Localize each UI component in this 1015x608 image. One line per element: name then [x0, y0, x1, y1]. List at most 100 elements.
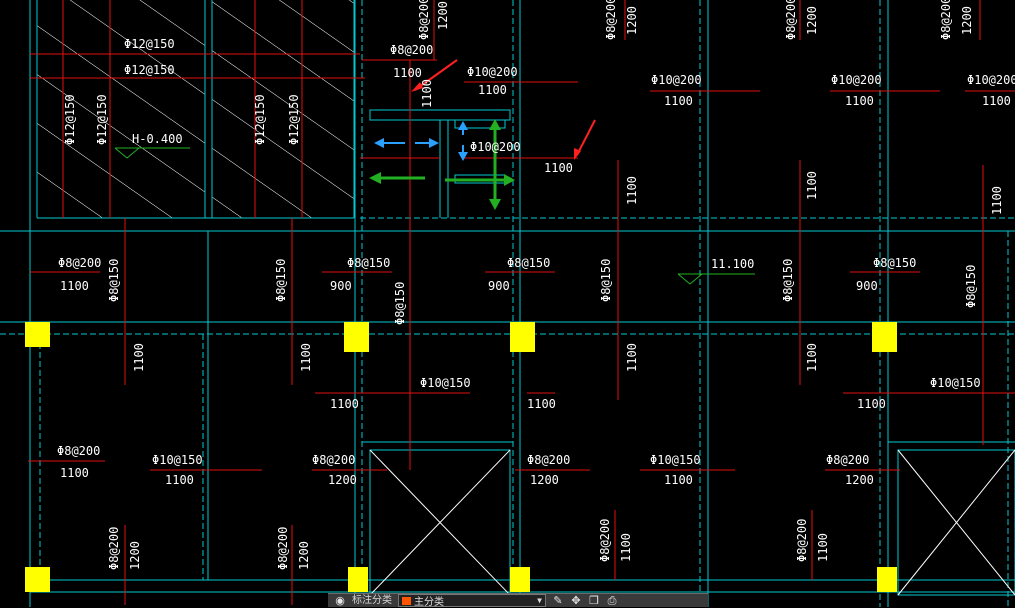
rebar-label: Φ8@150 — [347, 256, 390, 270]
rebar-labels: Φ12@150 Φ12@150 Φ8@200 1100 Φ10@200 1100… — [57, 37, 1015, 487]
length-label: 1100 — [805, 171, 819, 200]
rebar-labels-vertical: Φ12@150 Φ12@150 Φ12@150 Φ12@150 Φ8@200 1… — [63, 0, 1004, 570]
length-label: 900 — [330, 279, 352, 293]
rebar-label: Φ8@150 — [274, 259, 288, 302]
rebar-label: Φ10@200 — [470, 140, 521, 154]
rebar-label: Φ8@150 — [507, 256, 550, 270]
length-label: 1100 — [420, 79, 434, 108]
length-label: 1100 — [544, 161, 573, 175]
length-label: 1200 — [960, 6, 974, 35]
length-label: 1100 — [527, 397, 556, 411]
annotation-toolbar: ◉ 标注分类 主分类 ▼ ✎ ✥ ❐ ⎙ — [328, 593, 708, 608]
length-label: 1100 — [625, 176, 639, 205]
length-label: 1100 — [857, 397, 886, 411]
length-label: 1100 — [805, 343, 819, 372]
columns — [25, 322, 897, 592]
column — [510, 567, 530, 592]
rebar-label: Φ8@200 — [826, 453, 869, 467]
rebar-label: Φ8@200 — [604, 0, 618, 40]
layer-select-value: 主分类 — [414, 597, 444, 608]
length-label: 1200 — [625, 6, 639, 35]
copy-icon[interactable]: ❐ — [589, 593, 599, 607]
rebar-label: Φ8@150 — [599, 259, 613, 302]
rebar-label: Φ12@150 — [253, 94, 267, 145]
elevation-marker-upper: H-0.400 — [114, 132, 190, 159]
rebar-label: Φ8@200 — [107, 527, 121, 570]
column — [348, 567, 368, 592]
length-label: 1200 — [328, 473, 357, 487]
rebar-label: Φ12@150 — [63, 94, 77, 145]
length-label: 1200 — [805, 6, 819, 35]
length-label: 1100 — [664, 473, 693, 487]
rebar-label: Φ10@200 — [651, 73, 702, 87]
rebar-label: Φ8@150 — [393, 282, 407, 325]
rebar-label: Φ8@200 — [784, 0, 798, 40]
print-icon[interactable]: ⎙ — [607, 593, 617, 607]
pen-icon[interactable]: ✎ — [553, 593, 563, 607]
column — [877, 567, 897, 592]
length-label: 1100 — [165, 473, 194, 487]
rebar-label: Φ8@200 — [527, 453, 570, 467]
rebar-label: Φ8@200 — [276, 527, 290, 570]
column — [25, 322, 50, 347]
toolbar-label: 标注分类 — [352, 594, 392, 606]
hatched-slab-left — [37, 0, 354, 218]
length-label: 1100 — [60, 279, 89, 293]
column — [25, 567, 50, 592]
rebar-label: Φ8@150 — [781, 259, 795, 302]
elevation-marker-lower: 11.100 — [677, 257, 755, 285]
rebar-label: Φ8@200 — [598, 519, 612, 562]
column — [344, 322, 369, 352]
length-label: 1100 — [982, 94, 1011, 108]
rebar-lines — [28, 0, 1015, 605]
length-label: 1100 — [664, 94, 693, 108]
rebar-label: Φ10@200 — [831, 73, 882, 87]
rebar-label: Φ10@150 — [930, 376, 981, 390]
rebar-label: Φ8@200 — [417, 0, 431, 40]
layer-select[interactable]: 主分类 ▼ — [398, 594, 546, 608]
length-label: 1100 — [132, 343, 146, 372]
chevron-down-icon[interactable]: ▼ — [537, 596, 542, 605]
length-label: 1100 — [60, 466, 89, 480]
length-label: 1100 — [845, 94, 874, 108]
rebar-label: Φ8@200 — [58, 256, 101, 270]
length-label: 1200 — [530, 473, 559, 487]
rebar-label: Φ8@200 — [57, 444, 100, 458]
rebar-label: Φ12@150 — [95, 94, 109, 145]
length-label: 1200 — [128, 541, 142, 570]
rebar-label: Φ8@150 — [107, 259, 121, 302]
length-label: 1200 — [845, 473, 874, 487]
length-label: 1100 — [619, 533, 633, 562]
length-label: 1100 — [393, 66, 422, 80]
layers-icon[interactable]: ◉ — [335, 593, 345, 607]
svg-text:H-0.400: H-0.400 — [132, 132, 183, 146]
rebar-label: Φ10@200 — [967, 73, 1015, 87]
rebar-label: Φ12@150 — [287, 94, 301, 145]
rebar-label: Φ10@150 — [650, 453, 701, 467]
layer-color-swatch — [402, 596, 411, 605]
rebar-label: Φ10@150 — [420, 376, 471, 390]
rebar-label: Φ10@150 — [152, 453, 203, 467]
arrow-annotations — [369, 59, 596, 210]
move-icon[interactable]: ✥ — [571, 593, 581, 607]
length-label: 1100 — [299, 343, 313, 372]
rebar-label: Φ8@200 — [390, 43, 433, 57]
column — [510, 322, 535, 352]
length-label: 1100 — [990, 186, 1004, 215]
length-label: 900 — [856, 279, 878, 293]
rebar-label: Φ8@200 — [939, 0, 953, 40]
rebar-label: Φ8@150 — [873, 256, 916, 270]
length-label: 1200 — [297, 541, 311, 570]
length-label: 900 — [488, 279, 510, 293]
length-label: 1200 — [436, 1, 450, 30]
column — [872, 322, 897, 352]
rebar-label: Φ12@150 — [124, 63, 175, 77]
length-label: 1100 — [816, 533, 830, 562]
rebar-label: Φ8@200 — [312, 453, 355, 467]
rebar-label: Φ10@200 — [467, 65, 518, 79]
rebar-label: Φ8@150 — [964, 265, 978, 308]
length-label: 1100 — [625, 343, 639, 372]
rebar-label: Φ12@150 — [124, 37, 175, 51]
rebar-label: Φ8@200 — [795, 519, 809, 562]
